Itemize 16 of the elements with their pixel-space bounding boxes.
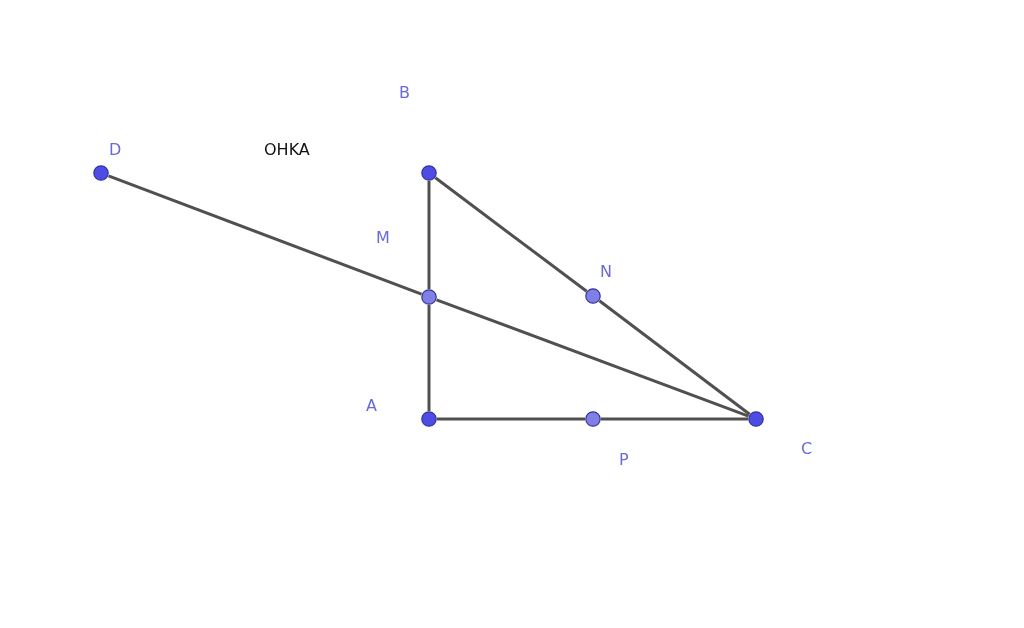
line-segment <box>107 174 423 296</box>
point-label: D <box>109 142 122 158</box>
line-segment <box>601 417 748 421</box>
point-label: C <box>801 441 813 457</box>
point-label: P <box>619 452 629 468</box>
text-label: OHKA <box>264 142 310 158</box>
line-segment <box>437 417 585 421</box>
line-segment <box>598 299 751 416</box>
line-segment <box>427 305 431 411</box>
line-segment <box>427 181 431 289</box>
point-label: B <box>399 85 410 101</box>
line-segment <box>435 298 750 418</box>
point-label: N <box>600 264 612 280</box>
point-label: A <box>366 398 377 414</box>
point-label: M <box>376 230 390 246</box>
line-segment <box>434 176 588 293</box>
